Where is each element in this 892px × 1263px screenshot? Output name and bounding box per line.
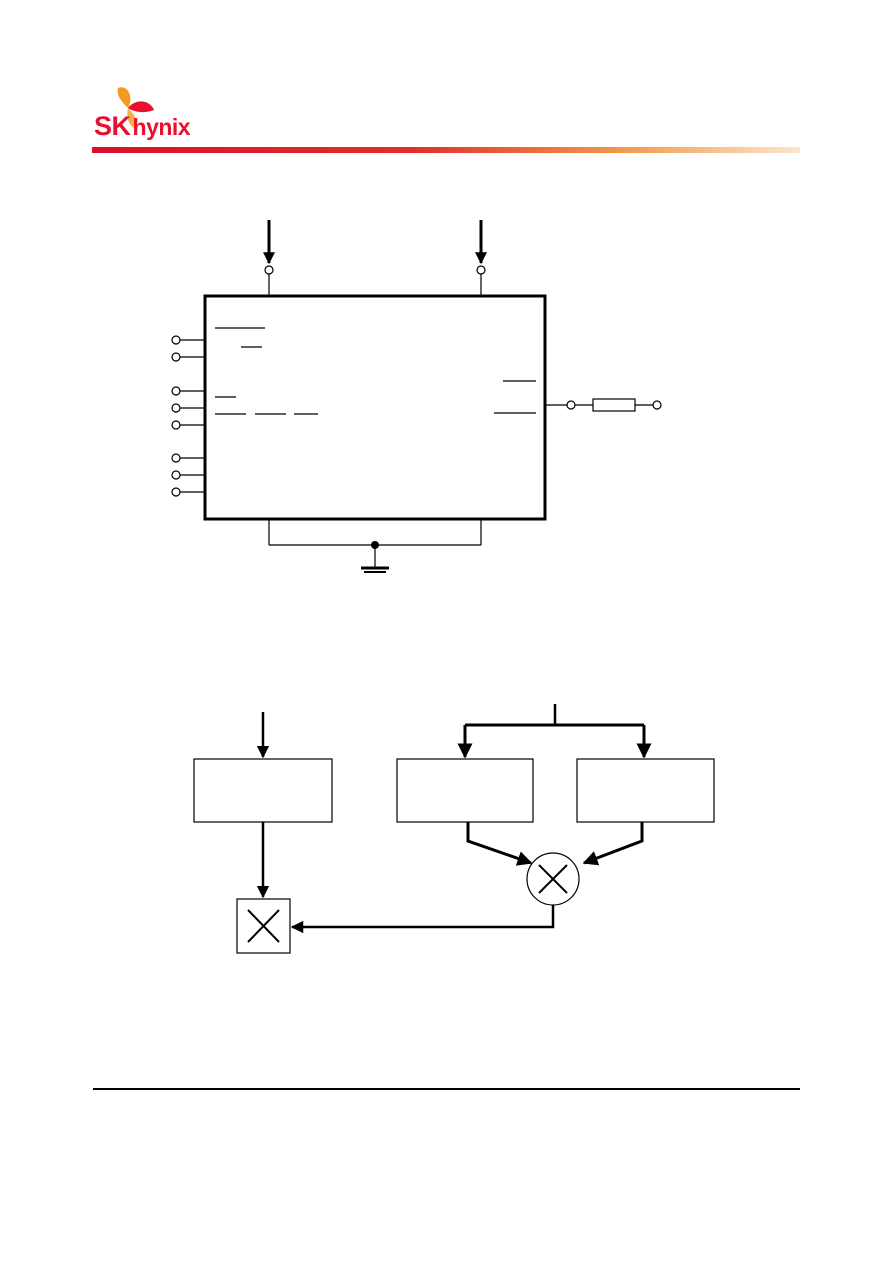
header-gradient-bar bbox=[92, 147, 800, 153]
block-left bbox=[193, 758, 333, 823]
device-box bbox=[203, 294, 547, 521]
brand-sk: SK bbox=[94, 111, 131, 141]
resistor bbox=[592, 398, 636, 412]
brand-logo: SKhynix bbox=[94, 111, 191, 142]
top-left-terminal bbox=[264, 265, 274, 275]
multiplier-square bbox=[236, 898, 291, 954]
left-pins bbox=[171, 335, 205, 497]
figure-1-device bbox=[171, 220, 662, 573]
footer-rule bbox=[93, 1088, 800, 1090]
butterfly-logo-icon bbox=[117, 87, 154, 128]
top-right-terminal bbox=[476, 265, 486, 275]
right-output-resistor bbox=[545, 398, 662, 412]
brand-hynix: hynix bbox=[132, 114, 191, 140]
figure-2-block-diagram bbox=[193, 704, 715, 954]
block-middle bbox=[396, 758, 534, 823]
block-right bbox=[576, 758, 715, 823]
ground-connection bbox=[268, 519, 482, 573]
